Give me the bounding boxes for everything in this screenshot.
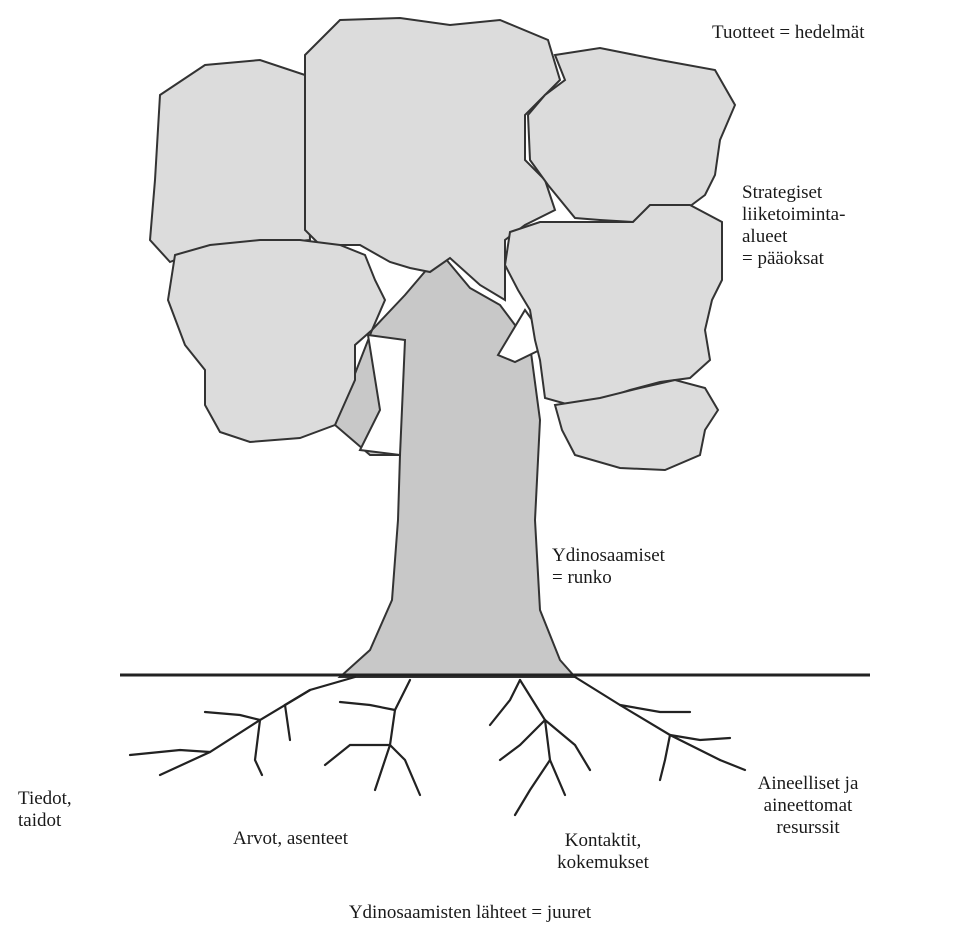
label-branches-line-1: Strategiset	[742, 182, 845, 204]
label-trunk: Ydinosaamiset = runko	[552, 545, 665, 589]
label-fruits-line: Tuotteet = hedelmät	[712, 22, 865, 44]
roots	[130, 677, 745, 815]
label-root-knowledge-line-1: Tiedot,	[18, 788, 72, 810]
label-root-resources: Aineelliset ja aineettomat resurssit	[718, 773, 898, 839]
label-root-resources-line-3: resurssit	[718, 817, 898, 839]
label-roots-caption: Ydinosaamisten lähteet = juuret	[250, 902, 690, 924]
label-root-values-line: Arvot, asenteet	[233, 828, 348, 850]
label-branches-line-4: = pääoksat	[742, 248, 845, 270]
label-root-resources-line-2: aineettomat	[718, 795, 898, 817]
label-trunk-line-1: Ydinosaamiset	[552, 545, 665, 567]
label-roots-caption-line: Ydinosaamisten lähteet = juuret	[250, 902, 690, 924]
canopy-lobe-top-left	[150, 60, 310, 262]
label-trunk-line-2: = runko	[552, 567, 665, 589]
label-root-values: Arvot, asenteet	[233, 828, 348, 850]
label-root-contacts-line-1: Kontaktit,	[528, 830, 678, 852]
label-root-contacts-line-2: kokemukset	[528, 852, 678, 874]
canopy-lobe-middle-right	[505, 205, 722, 405]
label-root-knowledge: Tiedot, taidot	[18, 788, 72, 832]
label-root-knowledge-line-2: taidot	[18, 810, 72, 832]
label-branches-line-2: liiketoiminta-	[742, 204, 845, 226]
label-branches-line-3: alueet	[742, 226, 845, 248]
label-root-resources-line-1: Aineelliset ja	[718, 773, 898, 795]
label-fruits: Tuotteet = hedelmät	[712, 22, 865, 44]
label-branches: Strategiset liiketoiminta- alueet = pääo…	[742, 182, 845, 270]
label-root-contacts: Kontaktit, kokemukset	[528, 830, 678, 874]
